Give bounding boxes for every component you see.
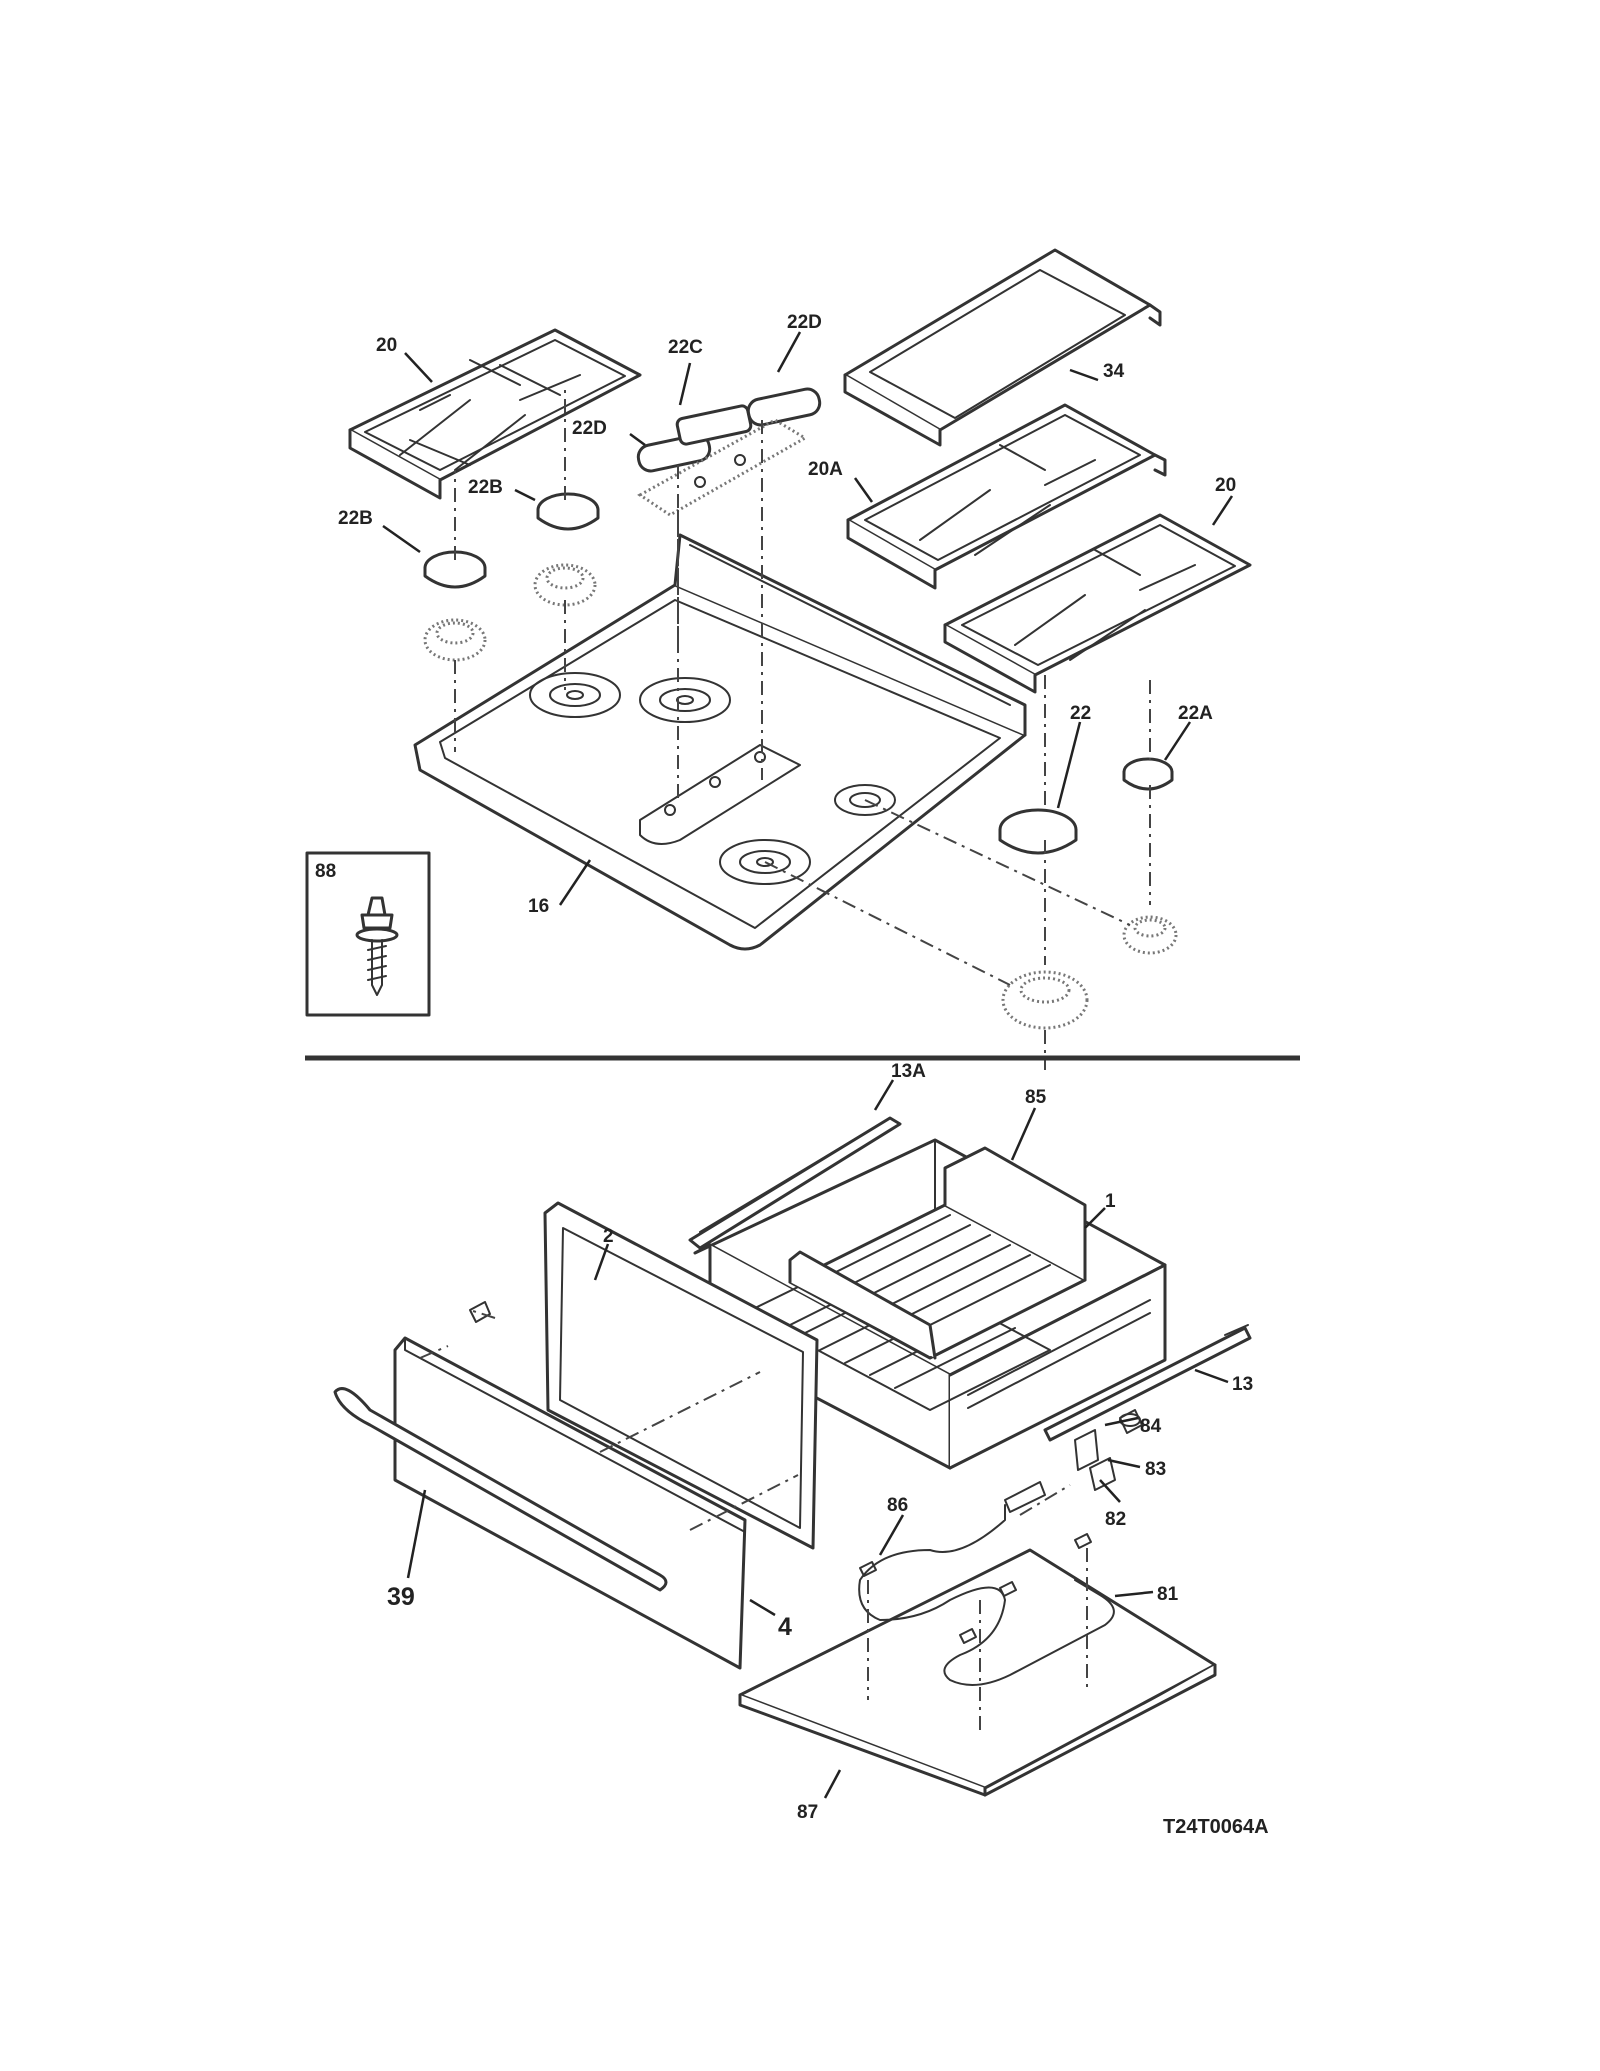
burner-grate-right	[943, 513, 1252, 694]
drawer-screw	[469, 1301, 491, 1323]
alignment-lines-lower	[419, 1309, 1088, 1735]
label-13a: 13A	[891, 1061, 926, 1082]
label-1: 1	[1105, 1191, 1116, 1212]
label-86: 86	[887, 1495, 908, 1516]
center-griddle-caps	[636, 387, 822, 517]
label-22c: 22C	[668, 337, 703, 358]
label-39: 39	[387, 1583, 415, 1611]
burner-caps	[423, 492, 1174, 855]
label-22: 22	[1070, 703, 1091, 724]
element-brackets	[1004, 1409, 1143, 1513]
label-34: 34	[1103, 361, 1125, 382]
label-20-left-grate: 20	[376, 335, 397, 356]
label-83: 83	[1145, 1459, 1166, 1480]
label-22b-mid: 22B	[468, 477, 503, 498]
door-frame	[543, 1201, 819, 1550]
screw-inset-box	[305, 851, 431, 1017]
broil-element	[858, 1504, 1115, 1686]
label-22b-left: 22B	[338, 508, 373, 529]
broiler-rack	[788, 1146, 1087, 1360]
label-2: 2	[603, 1226, 614, 1247]
label-22d-top: 22D	[787, 312, 822, 333]
side-rail-13	[1043, 1324, 1252, 1442]
label-13: 13	[1232, 1374, 1253, 1395]
label-20a: 20A	[808, 459, 843, 480]
drawer-handle	[333, 1387, 668, 1592]
label-22d-mid: 22D	[572, 418, 607, 439]
label-88: 88	[315, 861, 336, 882]
label-82: 82	[1105, 1509, 1126, 1530]
alignment-lines-upper	[454, 390, 1151, 1070]
label-16: 16	[528, 896, 549, 917]
label-84: 84	[1140, 1416, 1162, 1437]
side-rail-13a	[688, 1116, 902, 1250]
burner-grate-left	[348, 328, 642, 500]
griddle	[843, 248, 1162, 447]
drawer-bottom	[738, 1548, 1217, 1797]
label-22a: 22A	[1178, 703, 1213, 724]
part-labels: 20 22C 22D 22D 34 22B 22B 20A 20 22 22A …	[315, 312, 1269, 1838]
label-4: 4	[778, 1613, 792, 1641]
element-clips	[859, 1533, 1092, 1644]
label-20-right-grate: 20	[1215, 475, 1236, 496]
label-87: 87	[797, 1802, 818, 1823]
cooktop	[413, 533, 1027, 951]
diagram-code: T24T0064A	[1163, 1816, 1269, 1838]
burner-grate-center	[846, 403, 1167, 590]
leader-lines	[382, 331, 1234, 1799]
label-81: 81	[1157, 1584, 1179, 1605]
burner-heads	[423, 563, 1178, 1030]
label-85: 85	[1025, 1087, 1047, 1108]
